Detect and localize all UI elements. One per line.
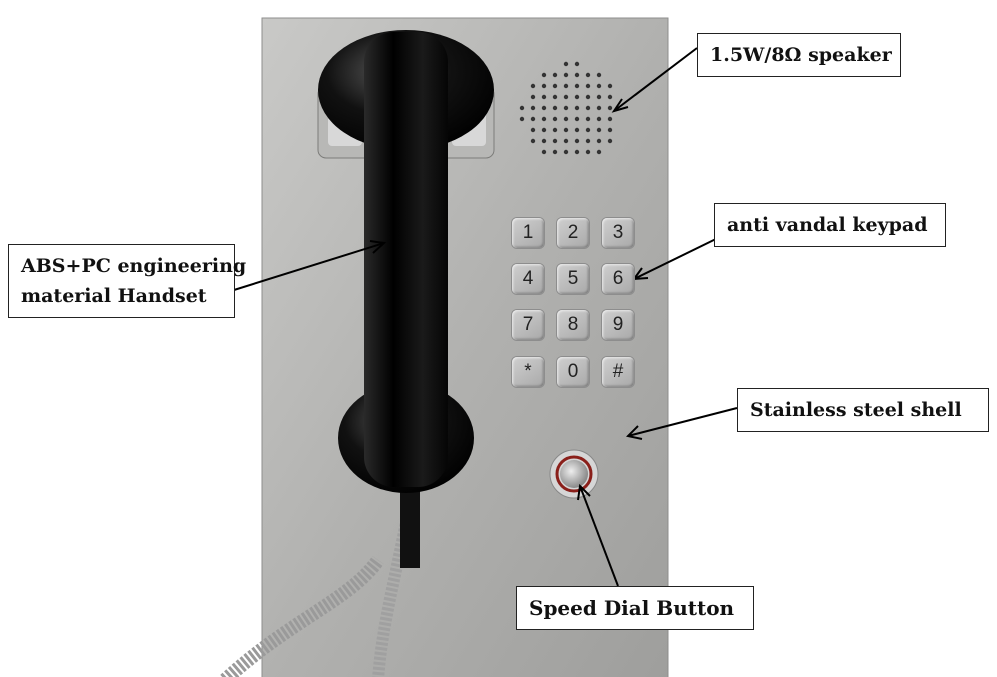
speaker-hole xyxy=(563,61,569,67)
speaker-hole xyxy=(607,105,613,111)
speaker-label: 1.5W/8Ω speaker xyxy=(697,33,901,77)
speaker-hole xyxy=(563,94,569,100)
handset-label-line2: material Handset xyxy=(21,285,207,307)
keypad-key[interactable]: 4 xyxy=(512,264,544,294)
speaker-hole xyxy=(563,116,569,122)
arrows xyxy=(233,47,738,587)
speaker-hole xyxy=(541,116,547,122)
keypad-key[interactable]: 2 xyxy=(557,218,589,248)
speaker-hole xyxy=(585,138,591,144)
speaker-hole xyxy=(530,83,536,89)
speaker-hole xyxy=(585,72,591,78)
speaker-hole xyxy=(541,105,547,111)
speaker-hole xyxy=(596,94,602,100)
speaker-hole xyxy=(574,61,580,67)
speaker-hole xyxy=(596,149,602,155)
speaker-hole xyxy=(563,127,569,133)
speaker-hole xyxy=(563,149,569,155)
speaker-hole xyxy=(563,83,569,89)
speaker-hole xyxy=(541,83,547,89)
speaker-hole xyxy=(596,83,602,89)
speaker-hole xyxy=(541,94,547,100)
speaker-hole xyxy=(552,116,558,122)
speaker-hole xyxy=(607,94,613,100)
speaker-hole xyxy=(574,72,580,78)
speaker-hole xyxy=(574,83,580,89)
speaker-hole xyxy=(563,72,569,78)
speaker-hole xyxy=(574,138,580,144)
keypad-label: anti vandal keypad xyxy=(714,203,946,247)
speaker-hole xyxy=(574,94,580,100)
speaker-hole xyxy=(585,94,591,100)
keypad-key[interactable]: 7 xyxy=(512,310,544,340)
shell-label: Stainless steel shell xyxy=(737,388,989,432)
speaker-hole xyxy=(607,138,613,144)
speaker-hole xyxy=(574,127,580,133)
speaker-hole xyxy=(530,127,536,133)
speaker-hole xyxy=(519,116,525,122)
keypad-key[interactable]: 9 xyxy=(602,310,634,340)
keypad-key[interactable]: 6 xyxy=(602,264,634,294)
speaker-hole xyxy=(574,105,580,111)
speaker-hole xyxy=(530,94,536,100)
speaker-hole xyxy=(541,138,547,144)
speaker-hole xyxy=(530,116,536,122)
speaker-grille xyxy=(519,61,613,155)
speaker-hole xyxy=(519,105,525,111)
keypad-key[interactable]: 8 xyxy=(557,310,589,340)
speed-dial-label: Speed Dial Button xyxy=(516,586,754,630)
handset-label-line1: ABS+PC engineering xyxy=(21,255,247,277)
keypad-key[interactable]: * xyxy=(512,357,544,387)
speaker-hole xyxy=(585,149,591,155)
speaker-hole xyxy=(552,72,558,78)
speaker-hole xyxy=(530,105,536,111)
speaker-hole xyxy=(585,116,591,122)
speaker-hole xyxy=(596,105,602,111)
speaker-hole xyxy=(596,116,602,122)
keypad-key[interactable]: 1 xyxy=(512,218,544,248)
armored-cord xyxy=(220,555,384,677)
handset-label: ABS+PC engineering material Handset xyxy=(8,244,247,318)
keypad-key[interactable]: # xyxy=(602,357,634,387)
speaker-hole xyxy=(541,127,547,133)
speaker-hole xyxy=(574,149,580,155)
speaker-hole xyxy=(596,127,602,133)
speaker-hole xyxy=(552,94,558,100)
speaker-hole xyxy=(552,138,558,144)
speaker-hole xyxy=(585,127,591,133)
keypad-key[interactable]: 5 xyxy=(557,264,589,294)
speaker-hole xyxy=(563,105,569,111)
speaker-hole xyxy=(596,138,602,144)
speaker-hole xyxy=(563,138,569,144)
speaker-hole xyxy=(585,105,591,111)
speaker-hole xyxy=(541,72,547,78)
handset-body xyxy=(364,32,448,487)
speaker-hole xyxy=(585,83,591,89)
speaker-hole xyxy=(541,149,547,155)
keypad-key[interactable]: 3 xyxy=(602,218,634,248)
speaker-hole xyxy=(552,127,558,133)
speaker-hole xyxy=(574,116,580,122)
speaker-hole xyxy=(607,116,613,122)
speaker-hole xyxy=(607,127,613,133)
speaker-hole xyxy=(596,72,602,78)
speaker-hole xyxy=(552,105,558,111)
speaker-hole xyxy=(607,83,613,89)
keypad-key[interactable]: 0 xyxy=(557,357,589,387)
speaker-hole xyxy=(530,138,536,144)
speaker-hole xyxy=(552,83,558,89)
speaker-hole xyxy=(552,149,558,155)
cord-sleeve xyxy=(400,478,420,568)
